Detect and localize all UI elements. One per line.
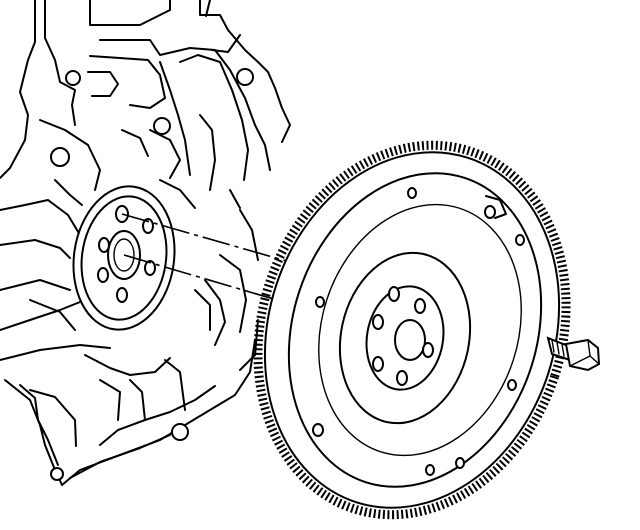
flywheel-outer-hole xyxy=(507,379,517,391)
flywheel-outer-hole xyxy=(484,205,496,219)
flywheel-center-hole xyxy=(394,319,426,361)
block-bolt-hole xyxy=(171,423,189,441)
flange-bolt-hole xyxy=(98,237,110,253)
flywheel-bolt-hole xyxy=(372,314,384,330)
flange-bolt-hole xyxy=(97,267,109,283)
flywheel-outer-hole xyxy=(407,187,417,199)
flywheel-outer-hole xyxy=(315,296,325,308)
flywheel-bolt-hole xyxy=(422,342,434,358)
bolt-icon xyxy=(546,336,601,372)
engine-block-icon xyxy=(0,0,291,486)
flange-bolt-hole xyxy=(142,218,154,234)
block-bolt-hole xyxy=(236,68,254,86)
crankshaft-flange-icon xyxy=(72,185,176,331)
ring-gear-teeth xyxy=(253,140,571,520)
flywheel-bolt-hole xyxy=(414,298,426,314)
block-bolt-hole xyxy=(65,70,81,86)
flywheel-bolt-hole xyxy=(396,370,408,386)
flywheel-icon xyxy=(253,140,571,520)
flywheel-outer-hole xyxy=(455,457,465,469)
flywheel-outer-hole xyxy=(425,464,435,476)
block-bolt-hole xyxy=(153,117,171,135)
block-bolt-hole xyxy=(50,147,70,167)
flywheel-bolt-hole xyxy=(372,356,384,372)
flange-bolt-hole xyxy=(116,287,128,303)
flywheel-outer-hole xyxy=(312,423,324,437)
block-bolt-hole xyxy=(50,467,64,481)
flywheel-bolt-hole xyxy=(388,286,400,302)
flywheel-outer-hole xyxy=(515,234,525,246)
flange-bolt-hole xyxy=(144,260,156,276)
